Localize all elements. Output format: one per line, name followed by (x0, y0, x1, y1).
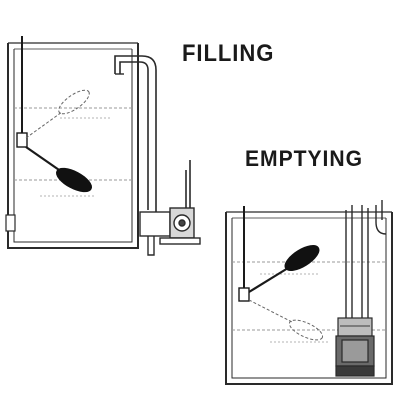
filling-float (56, 167, 92, 193)
filling-label: FILLING (182, 40, 275, 67)
emptying-submersible-pump (335, 317, 375, 377)
emptying-float (284, 245, 320, 271)
emptying-float-lowered-ghost (248, 299, 324, 341)
filling-cable-clamp (16, 132, 28, 148)
filling-float-raised-ghost (25, 89, 90, 139)
filling-tank-inner-wall (13, 49, 133, 243)
emptying-tank-inner-wall (231, 218, 387, 379)
filling-float-arm (25, 146, 63, 173)
filling-drain-fitting (5, 214, 16, 232)
emptying-cable-clamp (238, 287, 250, 302)
filling-tank-group (5, 36, 157, 249)
filling-pump (139, 160, 201, 256)
emptying-discharge-pipe (345, 205, 353, 318)
emptying-tank-wall (225, 212, 393, 385)
filling-tank-wall (7, 43, 139, 249)
emptying-tank-group (225, 200, 393, 385)
emptying-label: EMPTYING (245, 146, 363, 171)
filling-supply-pipe (119, 61, 149, 210)
emptying-float-arm (248, 267, 289, 293)
